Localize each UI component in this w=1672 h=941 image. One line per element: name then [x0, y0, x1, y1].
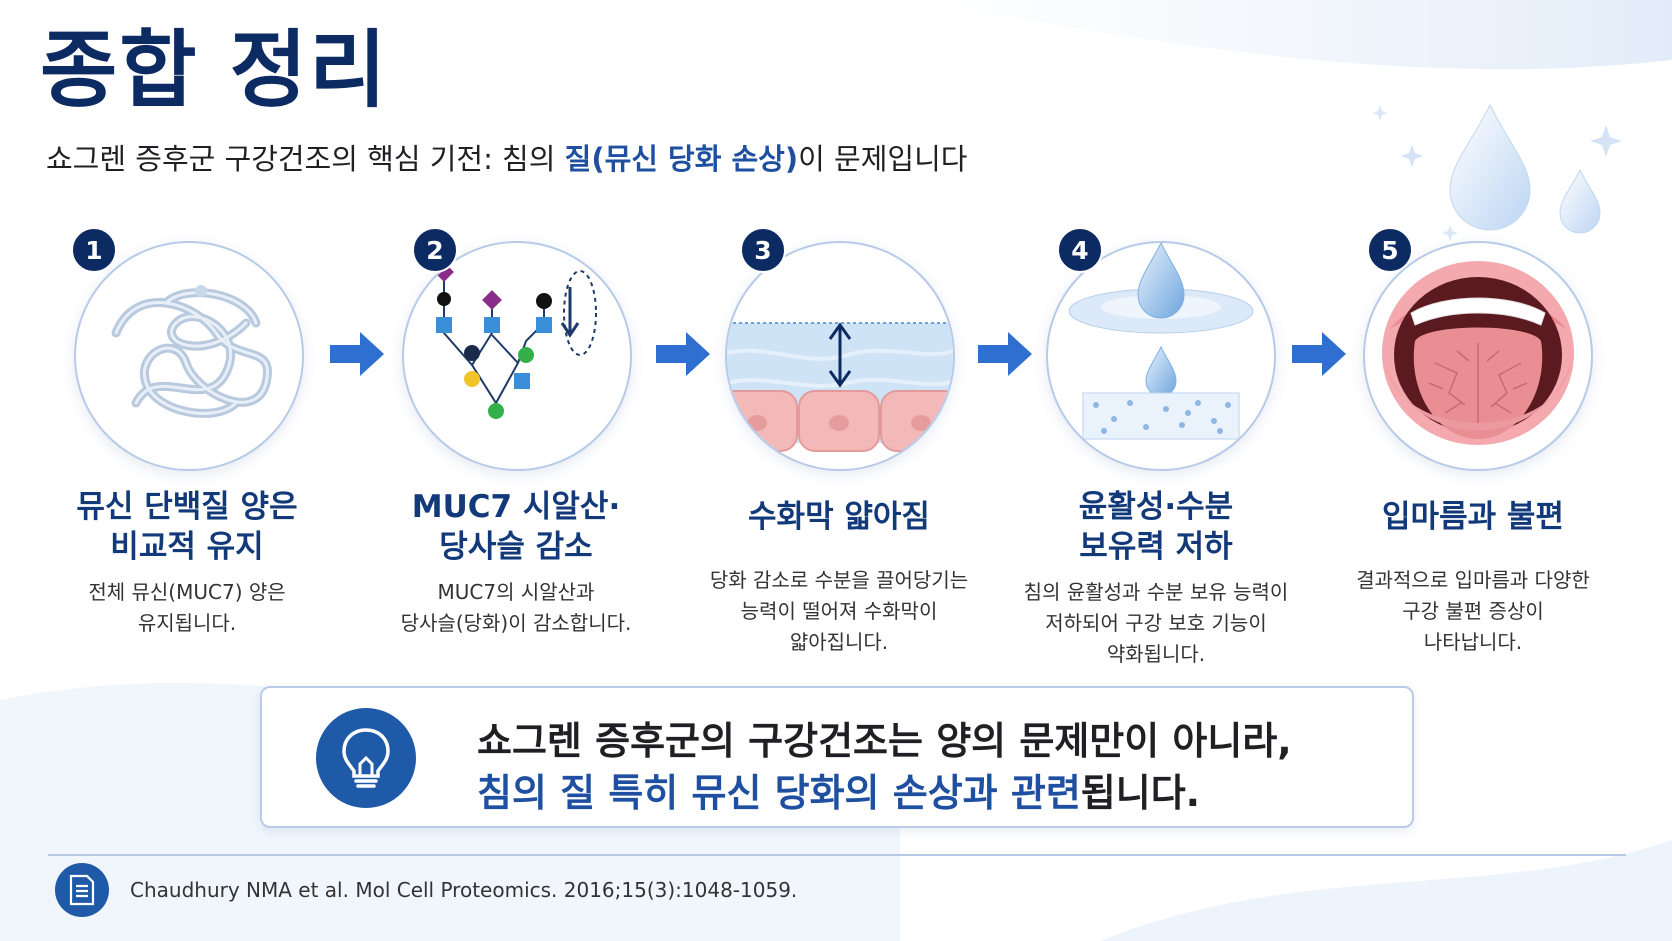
- step-3-description: 당화 감소로 수분을 끌어당기는 능력이 떨어져 수화막이 얇아집니다.: [689, 565, 989, 658]
- step-1-desc-line2: 유지됩니다.: [137, 611, 237, 635]
- step-4-illustration: [1046, 241, 1276, 471]
- hydration-layer-icon: [727, 322, 953, 452]
- step-1-title-line1: 뮤신 단백질 양은: [76, 489, 298, 525]
- step-1-title-line2: 비교적 유지: [110, 529, 264, 565]
- step-5-desc-line3: 나타납니다.: [1423, 630, 1523, 654]
- footer-divider: [48, 854, 1626, 856]
- step-5-title: 입마름과 불편: [1323, 497, 1623, 537]
- step-3-illustration: [725, 241, 955, 471]
- step-2-number-badge: 2: [412, 227, 458, 273]
- glycan-chain-icon: [434, 262, 597, 419]
- subtitle-highlight: 질(뮤신 당화 손상): [564, 142, 799, 176]
- step-4-title-line1: 윤활성·수분: [1078, 489, 1234, 525]
- lightbulb-icon: [316, 708, 416, 808]
- step-4-desc-line1: 침의 윤활성과 수분 보유 능력이: [1023, 580, 1289, 604]
- step-4-title: 윤활성·수분 보유력 저하: [1006, 487, 1306, 567]
- arrow-right-icon: [978, 332, 1032, 376]
- step-4-description: 침의 윤활성과 수분 보유 능력이 저하되어 구강 보호 기능이 약화됩니다.: [1006, 577, 1306, 670]
- step-2-desc-line2: 당사슬(당화)이 감소합니다.: [400, 611, 632, 635]
- reference-citation: Chaudhury NMA et al. Mol Cell Proteomics…: [130, 878, 798, 902]
- page-subtitle: 쇼그렌 증후군 구강건조의 핵심 기전: 침의 질(뮤신 당화 손상)이 문제입…: [46, 136, 967, 178]
- step-2-title-line2: 당사슬 감소: [439, 529, 593, 565]
- step-4-desc-line2: 저하되어 구강 보호 기능이: [1045, 611, 1267, 635]
- key-message-callout: 쇼그렌 증후군의 구강건조는 양의 문제만이 아니라, 침의 질 특히 뮤신 당…: [260, 686, 1414, 828]
- step-1-illustration: [74, 241, 304, 471]
- step-5-desc-line1: 결과적으로 입마름과 다양한: [1356, 568, 1590, 592]
- step-4-number-badge: 4: [1057, 227, 1103, 273]
- step-1-title: 뮤신 단백질 양은 비교적 유지: [37, 487, 337, 567]
- step-3-number-badge: 3: [740, 227, 786, 273]
- step-5-illustration: [1363, 241, 1593, 471]
- document-icon: [55, 863, 109, 917]
- step-4-desc-line3: 약화됩니다.: [1106, 642, 1206, 666]
- callout-line1: 쇼그렌 증후군의 구강건조는 양의 문제만이 아니라,: [477, 719, 1292, 763]
- step-2-title-line1: MUC7 시알산·: [411, 489, 621, 525]
- step-1-description: 전체 뮤신(MUC7) 양은 유지됩니다.: [37, 577, 337, 639]
- water-drop-icon: [1068, 243, 1254, 440]
- step-3-desc-line1: 당화 감소로 수분을 끌어당기는: [709, 568, 969, 592]
- step-1-number-badge: 1: [71, 227, 117, 273]
- mucin-tangle-icon: [111, 285, 272, 418]
- step-2-illustration: [402, 241, 632, 471]
- process-steps: 1 뮤신 단백질 양은 비교적 유지 전체 뮤신(MUC7) 양은 유지됩니다.…: [37, 227, 1623, 670]
- step-3-title-line1: 수화막 얇아짐: [748, 499, 930, 535]
- step-5-desc-line2: 구강 불편 증상이: [1402, 599, 1544, 623]
- subtitle-prefix: 쇼그렌 증후군 구강건조의 핵심 기전: 침의: [46, 142, 565, 176]
- step-3-desc-line3: 얇아집니다.: [789, 630, 889, 654]
- step-3-desc-line2: 능력이 떨어져 수화막이: [740, 599, 938, 623]
- arrow-right-icon: [656, 332, 710, 376]
- callout-line2-highlight: 침의 질 특히 뮤신 당화의 손상과 관련: [477, 771, 1081, 815]
- document-glyph-icon: [69, 874, 95, 906]
- arrow-right-icon: [330, 332, 384, 376]
- step-2-desc-line1: MUC7의 시알산과: [437, 580, 595, 604]
- step-4-title-line2: 보유력 저하: [1079, 529, 1233, 565]
- arrow-right-icon: [1292, 332, 1346, 376]
- step-3-title: 수화막 얇아짐: [689, 497, 989, 537]
- lightbulb-glyph-icon: [342, 728, 390, 788]
- step-5-number-badge: 5: [1367, 227, 1413, 273]
- step-2-title: MUC7 시알산· 당사슬 감소: [366, 487, 666, 567]
- callout-line2-suffix: 됩니다.: [1080, 771, 1201, 815]
- step-5-description: 결과적으로 입마름과 다양한 구강 불편 증상이 나타납니다.: [1323, 565, 1623, 658]
- page-title: 종합 정리: [40, 21, 389, 119]
- dry-mouth-icon: [1382, 261, 1574, 445]
- water-drops-decoration: [1372, 103, 1620, 241]
- step-1-desc-line1: 전체 뮤신(MUC7) 양은: [88, 580, 286, 604]
- step-2-description: MUC7의 시알산과 당사슬(당화)이 감소합니다.: [366, 577, 666, 639]
- step-5-title-line1: 입마름과 불편: [1382, 499, 1564, 535]
- subtitle-suffix: 이 문제입니다: [798, 142, 968, 176]
- callout-line2: 침의 질 특히 뮤신 당화의 손상과 관련됩니다.: [477, 762, 1200, 817]
